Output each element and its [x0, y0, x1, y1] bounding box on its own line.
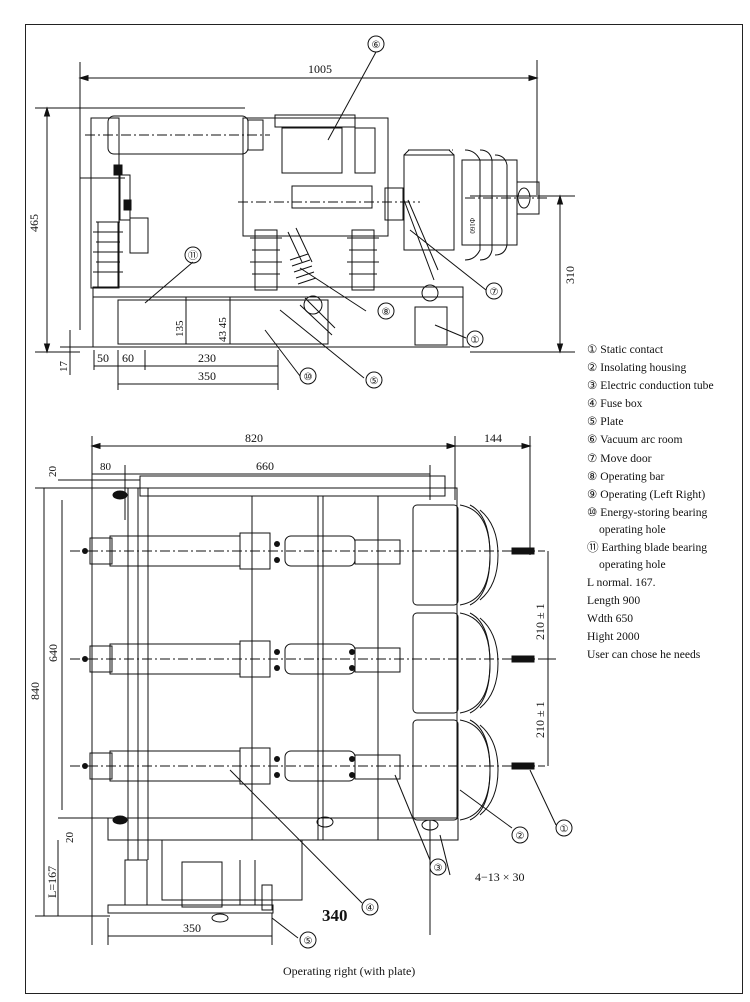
top-view: [35, 60, 575, 354]
drawing-border: [25, 24, 743, 994]
top-view-labels: 1005 465 310 135 43 45 17 50 60 230 350 …: [27, 62, 577, 383]
bottom-view-labels: 820 144 20 80 660 840 640 210 ± 1 210 ± …: [28, 431, 547, 935]
phase-1: [70, 504, 545, 606]
dim-135: 135: [174, 320, 186, 337]
legend-note-l-normal: L normal. 167.: [587, 575, 656, 589]
callout-10: ⑩: [304, 372, 313, 383]
holes-spec: 4−13 × 30: [475, 870, 525, 884]
dim-50: 50: [97, 351, 109, 365]
dim-1005: 1005: [308, 62, 332, 76]
dim-465: 465: [27, 214, 41, 232]
callout-4: ④: [366, 903, 375, 914]
callout-5-top: ⑤: [370, 376, 379, 387]
phi-label: Φ160: [468, 218, 476, 234]
legend-note-user-choice: User can chose he needs: [587, 648, 701, 662]
dim-43-45: 43 45: [217, 317, 229, 342]
dim-210-upper: 210 ± 1: [533, 603, 547, 640]
dim-350-bottom: 350: [183, 921, 201, 935]
dim-L167: L=167: [45, 866, 59, 898]
bottom-view: [35, 436, 557, 945]
dim-210-lower: 210 ± 1: [533, 701, 547, 738]
legend-item-fuse-box: ④ Fuse box: [587, 397, 643, 411]
legend-item-operating-bar: ⑧ Operating bar: [587, 469, 665, 483]
drawing-caption: Operating right (with plate): [283, 964, 416, 978]
dim-80: 80: [100, 461, 112, 473]
callout-6: ⑥: [372, 40, 381, 51]
callout-1-bottom: ①: [560, 824, 569, 835]
dim-350-top: 350: [198, 369, 216, 383]
dim-660: 660: [256, 459, 274, 473]
top-callout-numbers: ⑥ ⑪ ⑧ ⑦ ① ⑤ ⑩: [188, 40, 499, 387]
callout-1-top: ①: [471, 335, 480, 346]
dim-840: 840: [28, 682, 42, 700]
bottom-callout-numbers: ② ① ③ ④ ⑤: [304, 824, 569, 947]
callout-5-bottom: ⑤: [304, 936, 313, 947]
dim-340: 340: [322, 906, 348, 925]
phase-2: [70, 612, 545, 714]
callout-11: ⑪: [188, 250, 198, 262]
dim-230: 230: [198, 351, 216, 365]
callout-2: ②: [516, 831, 525, 842]
legend-note-length: Length 900: [587, 593, 641, 607]
legend-note-width: Wdth 650: [587, 612, 634, 626]
dim-60: 60: [122, 351, 134, 365]
legend-item-plate: ⑤ Plate: [587, 415, 624, 429]
legend-note-height: Hight 2000: [587, 630, 640, 644]
top-callout-leaders: [60, 51, 487, 390]
legend-item-move-door: ⑦ Move door: [587, 451, 652, 465]
callout-circles: [184, 35, 573, 949]
dim-17: 17: [58, 361, 70, 373]
legend-item-earthing-blade: ⑪ Earthing blade bearing operating hole: [587, 540, 708, 571]
dim-310: 310: [563, 266, 577, 284]
callout-3: ③: [434, 863, 443, 874]
callout-8: ⑧: [382, 307, 391, 318]
legend-item-insolating-housing: ② Insolating housing: [587, 361, 687, 375]
dim-20-top: 20: [47, 466, 59, 478]
legend-item-energy-storing: ⑩ Energy-storing bearing operating hole: [587, 505, 708, 536]
phase-3: [70, 719, 545, 821]
dim-20-bottom: 20: [64, 832, 76, 844]
dim-640: 640: [46, 644, 60, 662]
legend-item-conduction-tube: ③ Electric conduction tube: [587, 379, 714, 393]
legend-item-operating: ⑨ Operating (Left Right): [587, 487, 706, 501]
parts-legend: ① Static contact ② Insolating housing ③ …: [587, 341, 745, 664]
legend-item-static-contact: ① Static contact: [587, 343, 664, 356]
dim-144: 144: [484, 431, 502, 445]
dim-820: 820: [245, 431, 263, 445]
callout-7: ⑦: [490, 287, 499, 298]
legend-item-vacuum-arc-room: ⑥ Vacuum arc room: [587, 433, 683, 447]
